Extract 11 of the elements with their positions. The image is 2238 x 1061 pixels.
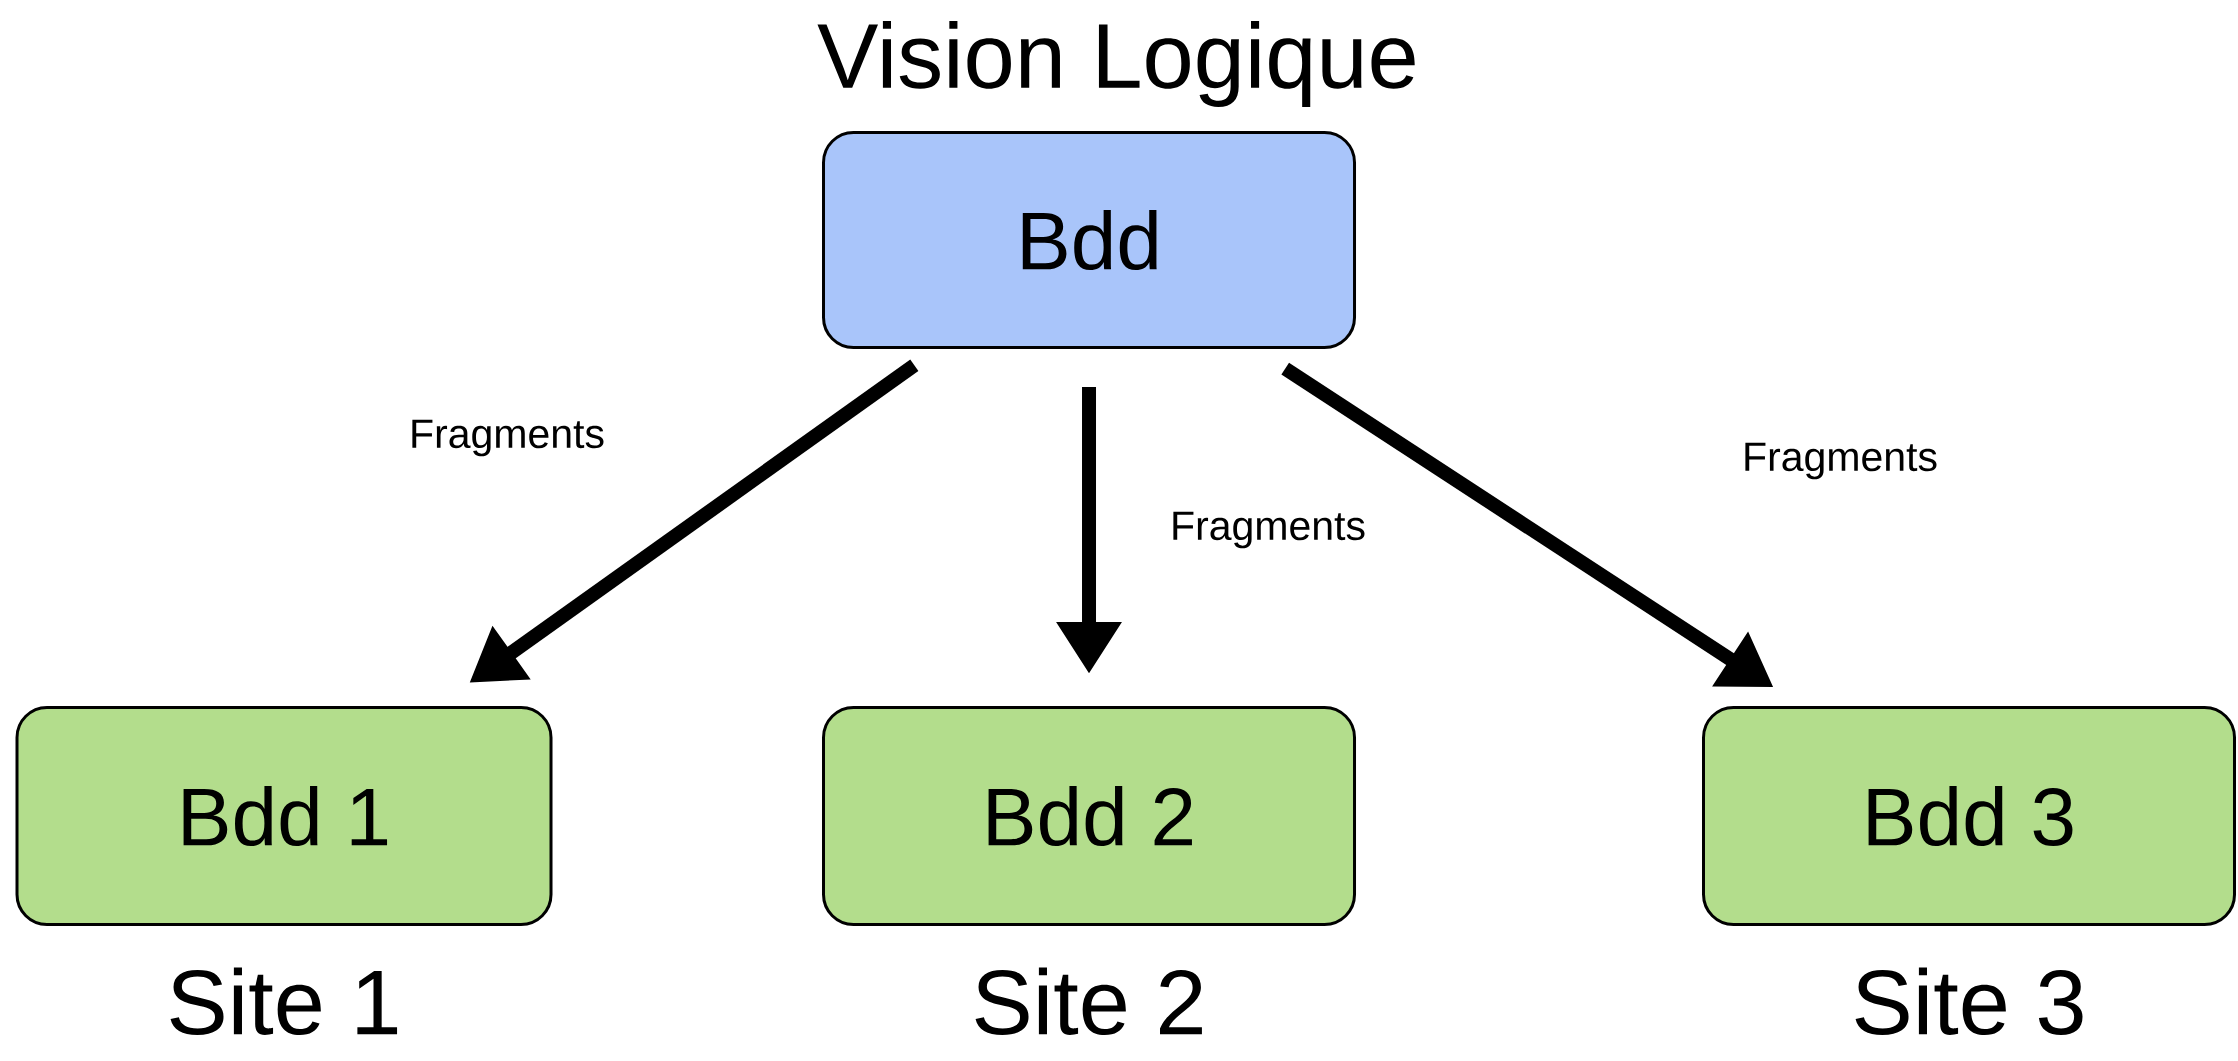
site-label: Site 1 <box>170 967 398 1036</box>
database-box: Bdd <box>822 131 1356 349</box>
database-box: Bdd 3 <box>1702 706 2236 926</box>
site-label: Site 2 <box>975 967 1202 1036</box>
database-box: Bdd 2 <box>822 706 1356 926</box>
diagram-title: Vision Logique <box>817 21 1415 107</box>
site-label: Site 3 <box>1855 967 2083 1036</box>
edge-label: Fragments <box>1167 508 1369 552</box>
database-box: Bdd 1 <box>15 706 553 926</box>
edge-label: Fragments <box>406 416 608 460</box>
edge-label: Fragments <box>1739 439 1941 483</box>
